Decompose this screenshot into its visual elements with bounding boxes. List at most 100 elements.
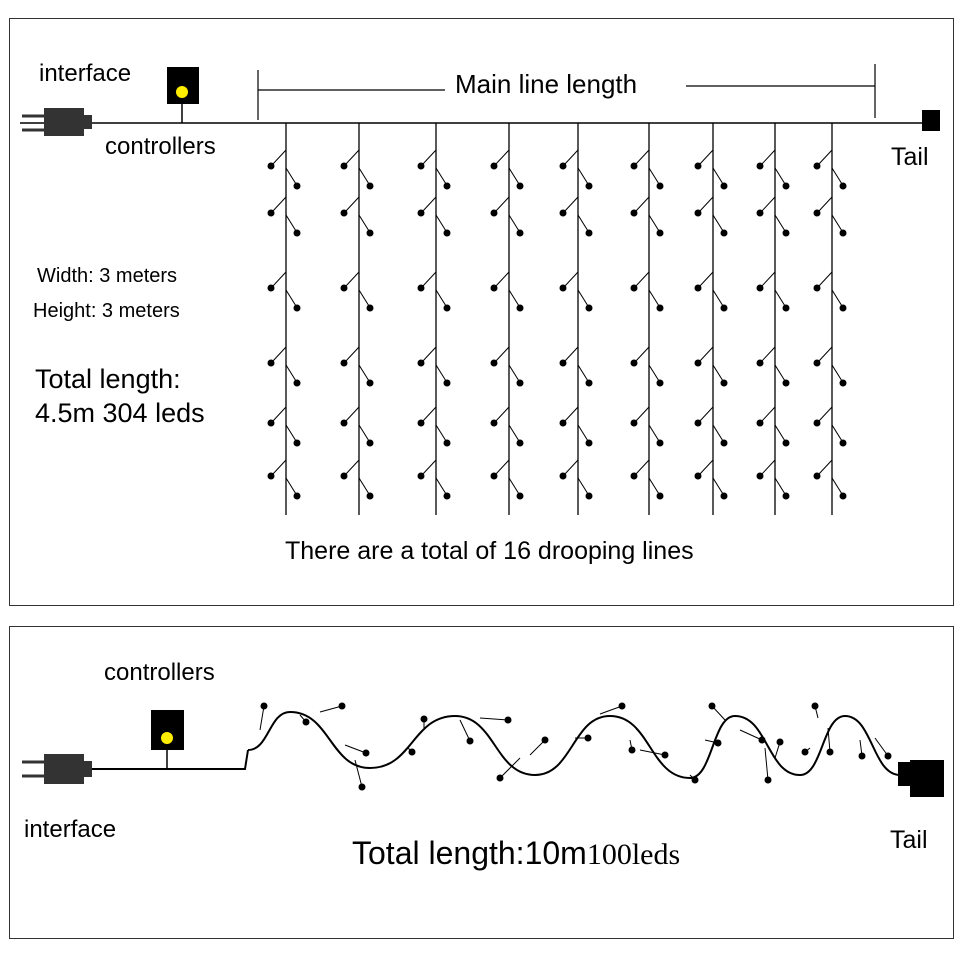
- led-bulb-icon: [648, 214, 664, 237]
- drooping-lines-caption: There are a total of 16 drooping lines: [285, 537, 694, 565]
- drooping-lines: [267, 123, 847, 515]
- controllers-label: controllers: [105, 133, 216, 160]
- led-bulb-icon: [420, 715, 428, 730]
- led-bulb-icon: [340, 196, 360, 217]
- height-text: Height: 3 meters: [33, 300, 180, 322]
- led-bulb-icon: [340, 149, 360, 170]
- led-bulb-icon: [354, 759, 366, 791]
- led-bulb-icon: [417, 346, 437, 367]
- led-bulb-icon: [630, 196, 650, 217]
- led-bulb-icon: [831, 477, 847, 500]
- led-bulb-icon: [559, 346, 579, 367]
- led-bulb-icon: [639, 749, 669, 759]
- led-bulb-icon: [285, 214, 301, 237]
- led-bulb-icon: [559, 406, 579, 427]
- led-bulb-icon: [358, 477, 374, 500]
- led-bulb-icon: [704, 739, 722, 747]
- string-light-panel: [9, 626, 954, 939]
- led-bulb-icon: [299, 714, 310, 726]
- led-bulb-icon: [648, 477, 664, 500]
- led-bulb-icon: [529, 736, 549, 756]
- drooping-line: [559, 123, 593, 515]
- tail-cap-icon: [898, 760, 944, 797]
- led-bulb-icon: [490, 406, 510, 427]
- led-bulb-icon: [694, 459, 714, 480]
- drooping-line: [490, 123, 524, 515]
- led-bulb-icon: [811, 702, 819, 719]
- led-bulb-icon: [712, 364, 728, 387]
- led-bulb-icon: [479, 716, 512, 724]
- led-count-text: 100leds: [586, 838, 681, 871]
- led-bulb-icon: [813, 196, 833, 217]
- led-bulb-icon: [267, 406, 287, 427]
- led-bulb-icon: [358, 289, 374, 312]
- led-bulb-icon: [508, 477, 524, 500]
- width-text: Width: 3 meters: [37, 265, 178, 287]
- led-bulb-icon: [756, 406, 776, 427]
- controller-icon: [151, 710, 184, 769]
- led-bulb-icon: [831, 364, 847, 387]
- led-bulb-icon: [712, 424, 728, 447]
- led-bulb-icon: [813, 149, 833, 170]
- drooping-line: [267, 123, 301, 515]
- led-bulb-icon: [285, 364, 301, 387]
- led-bulb-icon: [831, 167, 847, 190]
- led-bulb-icon: [630, 406, 650, 427]
- led-bulb-icon: [628, 739, 636, 754]
- led-bulb-icon: [648, 364, 664, 387]
- led-bulb-icon: [340, 346, 360, 367]
- led-bulb-icon: [559, 271, 579, 292]
- led-bulb-icon: [694, 196, 714, 217]
- led-bulb-icon: [508, 364, 524, 387]
- drooping-line: [813, 123, 847, 515]
- led-bulb-icon: [577, 477, 593, 500]
- led-bulb-icon: [508, 214, 524, 237]
- led-bulb-icon: [648, 289, 664, 312]
- led-bulb-icon: [826, 727, 834, 756]
- led-bulb-icon: [831, 424, 847, 447]
- led-bulb-icon: [577, 289, 593, 312]
- led-bulb-icon: [630, 149, 650, 170]
- led-bulb-icon: [559, 196, 579, 217]
- led-bulb-icon: [756, 459, 776, 480]
- led-bulb-icon: [358, 167, 374, 190]
- tail-cap-icon: [922, 110, 940, 131]
- led-bulb-icon: [577, 364, 593, 387]
- curtain-light-diagram: [20, 64, 940, 515]
- led-bulb-icon: [417, 406, 437, 427]
- led-bulb-icon: [774, 214, 790, 237]
- led-bulb-icon: [508, 167, 524, 190]
- controllers-label: controllers: [104, 659, 215, 686]
- led-bulb-icon: [417, 149, 437, 170]
- led-bulb-icon: [358, 214, 374, 237]
- main-line-length-label: Main line length: [455, 69, 638, 99]
- led-bulb-icon: [756, 271, 776, 292]
- led-bulb-icon: [435, 214, 451, 237]
- led-bulb-icon: [417, 459, 437, 480]
- led-bulb-icon: [267, 459, 287, 480]
- led-bulb-icon: [358, 424, 374, 447]
- led-bulb-icon: [496, 757, 521, 782]
- led-bulb-icon: [694, 271, 714, 292]
- led-bulb-icon: [508, 289, 524, 312]
- interface-label: interface: [24, 816, 117, 843]
- led-bulb-icon: [858, 739, 866, 760]
- led-bulb-icon: [417, 271, 437, 292]
- led-bulb-icon: [285, 424, 301, 447]
- led-bulb-icon: [756, 196, 776, 217]
- led-bulb-icon: [490, 459, 510, 480]
- led-bulb-icon: [340, 459, 360, 480]
- led-bulb-icon: [459, 719, 474, 745]
- drooping-line: [694, 123, 728, 515]
- led-bulb-icon: [267, 196, 287, 217]
- led-bulb-icon: [407, 747, 416, 756]
- led-bulb-icon: [831, 289, 847, 312]
- led-bulb-icon: [435, 364, 451, 387]
- led-bulb-icon: [756, 149, 776, 170]
- led-bulb-icon: [739, 729, 766, 744]
- led-bulb-icon: [648, 424, 664, 447]
- led-bulb-icon: [575, 734, 592, 742]
- led-bulb-icon: [630, 271, 650, 292]
- led-bulb-icon: [630, 459, 650, 480]
- curtain-light-panel: [9, 18, 954, 606]
